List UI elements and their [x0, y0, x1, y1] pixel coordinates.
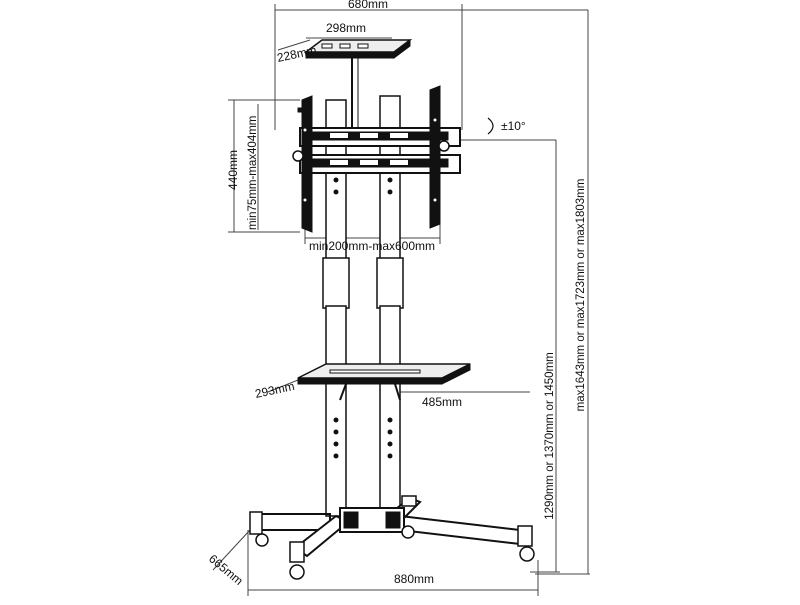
- label-max-heights: max1643mm or max1723mm or max1803mm: [575, 179, 587, 412]
- middle-shelf: [297, 363, 471, 401]
- label-overall-width: 680mm: [348, 0, 388, 11]
- label-top-shelf-depth: 228mm: [276, 43, 318, 65]
- label-mid-shelf-width: 485mm: [422, 395, 462, 409]
- label-bracket-height: 440mm: [226, 150, 240, 190]
- label-mid-shelf-depth: 293mm: [254, 379, 296, 401]
- label-bracket-heights: 1290mm or 1370mm or 1450mm: [544, 352, 556, 519]
- label-top-shelf-width: 298mm: [326, 21, 366, 35]
- label-tilt: ±10°: [501, 119, 526, 133]
- top-shelf: [303, 39, 413, 130]
- base: [249, 495, 535, 580]
- label-base-width: 880mm: [394, 572, 434, 586]
- label-base-depth: 665mm: [206, 552, 246, 588]
- label-vesa-horizontal: min200mm-max600mm: [309, 239, 435, 253]
- tilt-arc-icon: [487, 117, 494, 135]
- vesa-bracket: [292, 85, 461, 233]
- label-vesa-vertical: min75mm-max404mm: [247, 116, 259, 230]
